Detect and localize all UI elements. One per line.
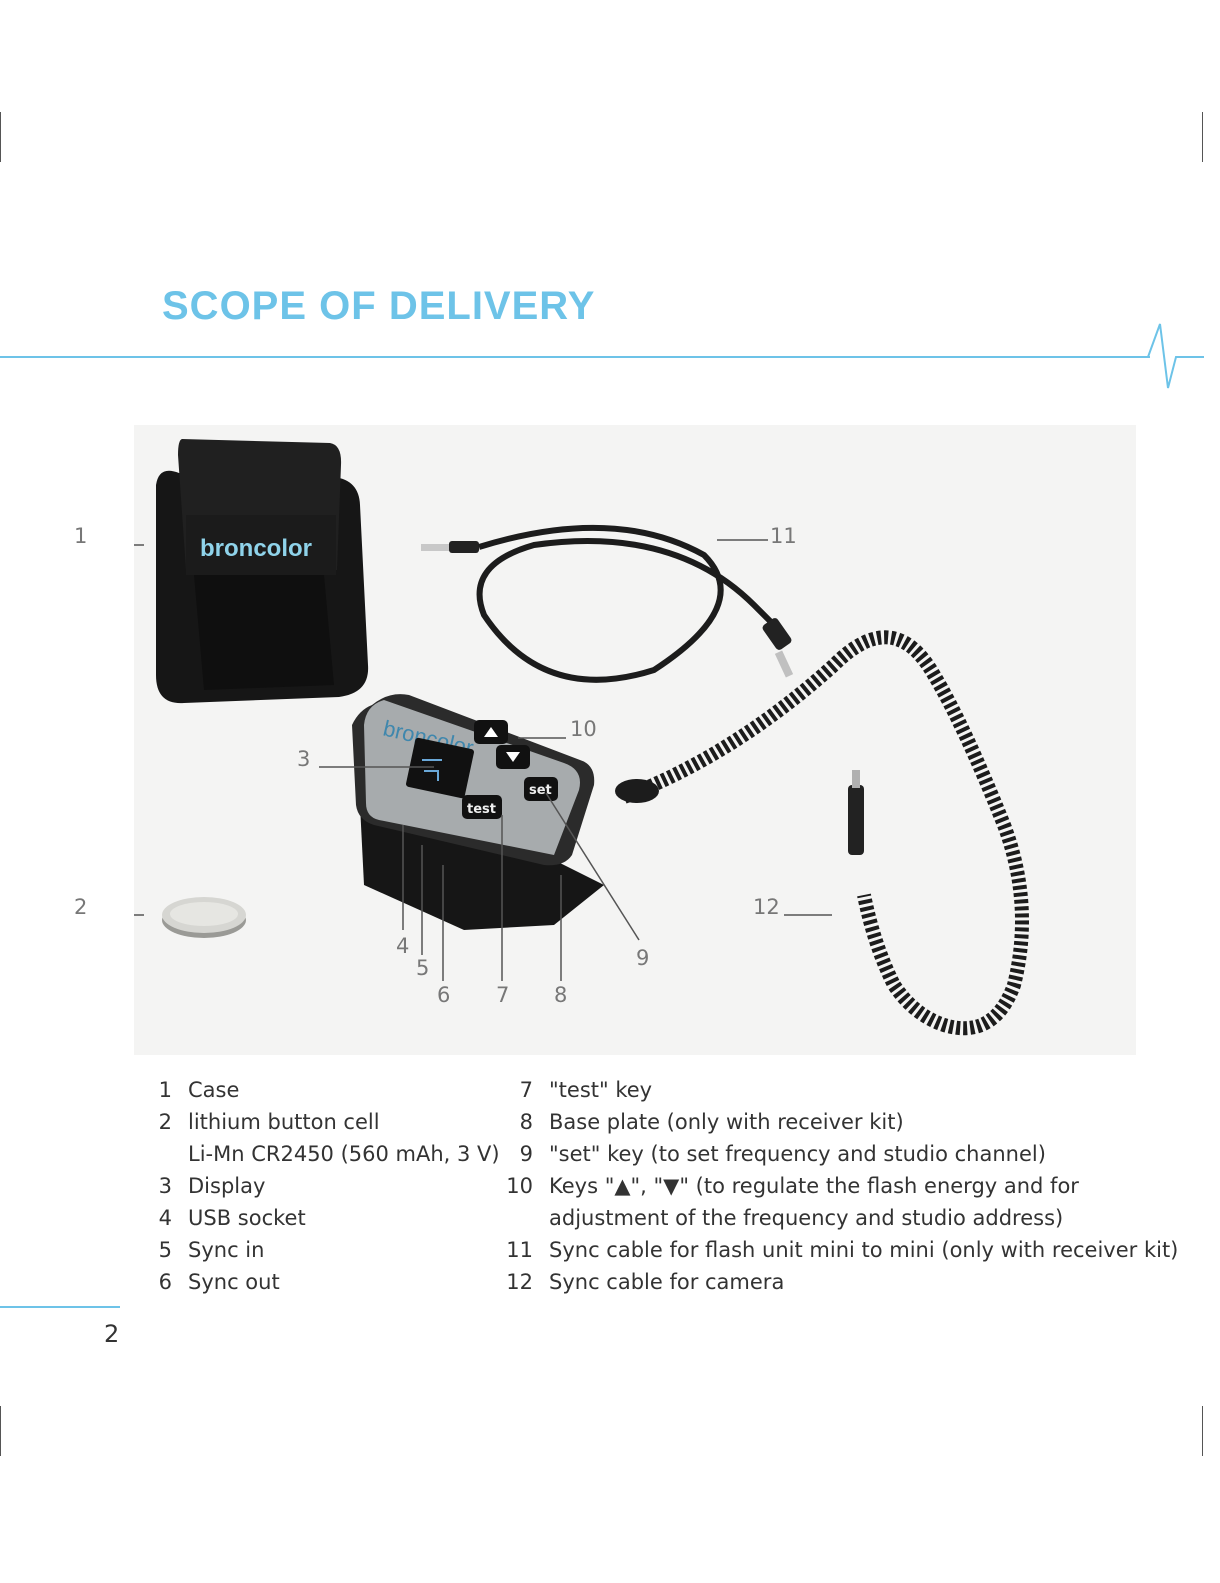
pulse-line-icon — [1147, 323, 1204, 389]
callout-6: 6 — [437, 983, 451, 1007]
legend-item: Li-Mn CR2450 (560 mAh, 3 V) — [188, 1142, 500, 1166]
product-illustration: broncolor broncolor — [109, 439, 1029, 1036]
callout-1: 1 — [74, 524, 88, 548]
callout-3: 3 — [297, 747, 311, 771]
page-number: 2 — [104, 1320, 120, 1348]
callout-8: 8 — [554, 983, 568, 1007]
footer-rule — [0, 1306, 120, 1308]
legend-item: 9"set" key (to set frequency and studio … — [519, 1142, 1046, 1166]
product-photo: broncolor broncolor — [109, 425, 1136, 1055]
crop-mark-bottom-right — [1202, 1406, 1203, 1456]
sync-cable-camera-image — [615, 630, 1029, 1036]
crop-mark-top-left — [0, 112, 1, 162]
callout-10: 10 — [570, 717, 597, 741]
crop-mark-top-right — [1202, 112, 1203, 162]
header-rule — [0, 356, 1150, 358]
legend-item: adjustment of the frequency and studio a… — [549, 1206, 1064, 1230]
key-test-label: test — [467, 802, 496, 817]
callout-12: 12 — [753, 895, 780, 919]
crop-mark-bottom-left — [0, 1406, 1, 1456]
remote-device-image: broncolor test set — [352, 694, 604, 930]
case-image: broncolor — [156, 439, 369, 704]
callout-4: 4 — [396, 934, 410, 958]
legend-item: 7"test" key — [519, 1078, 653, 1102]
callout-7: 7 — [496, 983, 510, 1007]
callout-9: 9 — [636, 946, 650, 970]
case-logo: broncolor — [200, 535, 312, 562]
callout-11: 11 — [770, 524, 797, 548]
callout-5: 5 — [416, 956, 430, 980]
callout-2: 2 — [74, 895, 88, 919]
sync-cable-mini-image — [421, 524, 794, 683]
button-cell-image — [162, 897, 246, 938]
section-title: SCOPE OF DELIVERY — [162, 284, 596, 328]
